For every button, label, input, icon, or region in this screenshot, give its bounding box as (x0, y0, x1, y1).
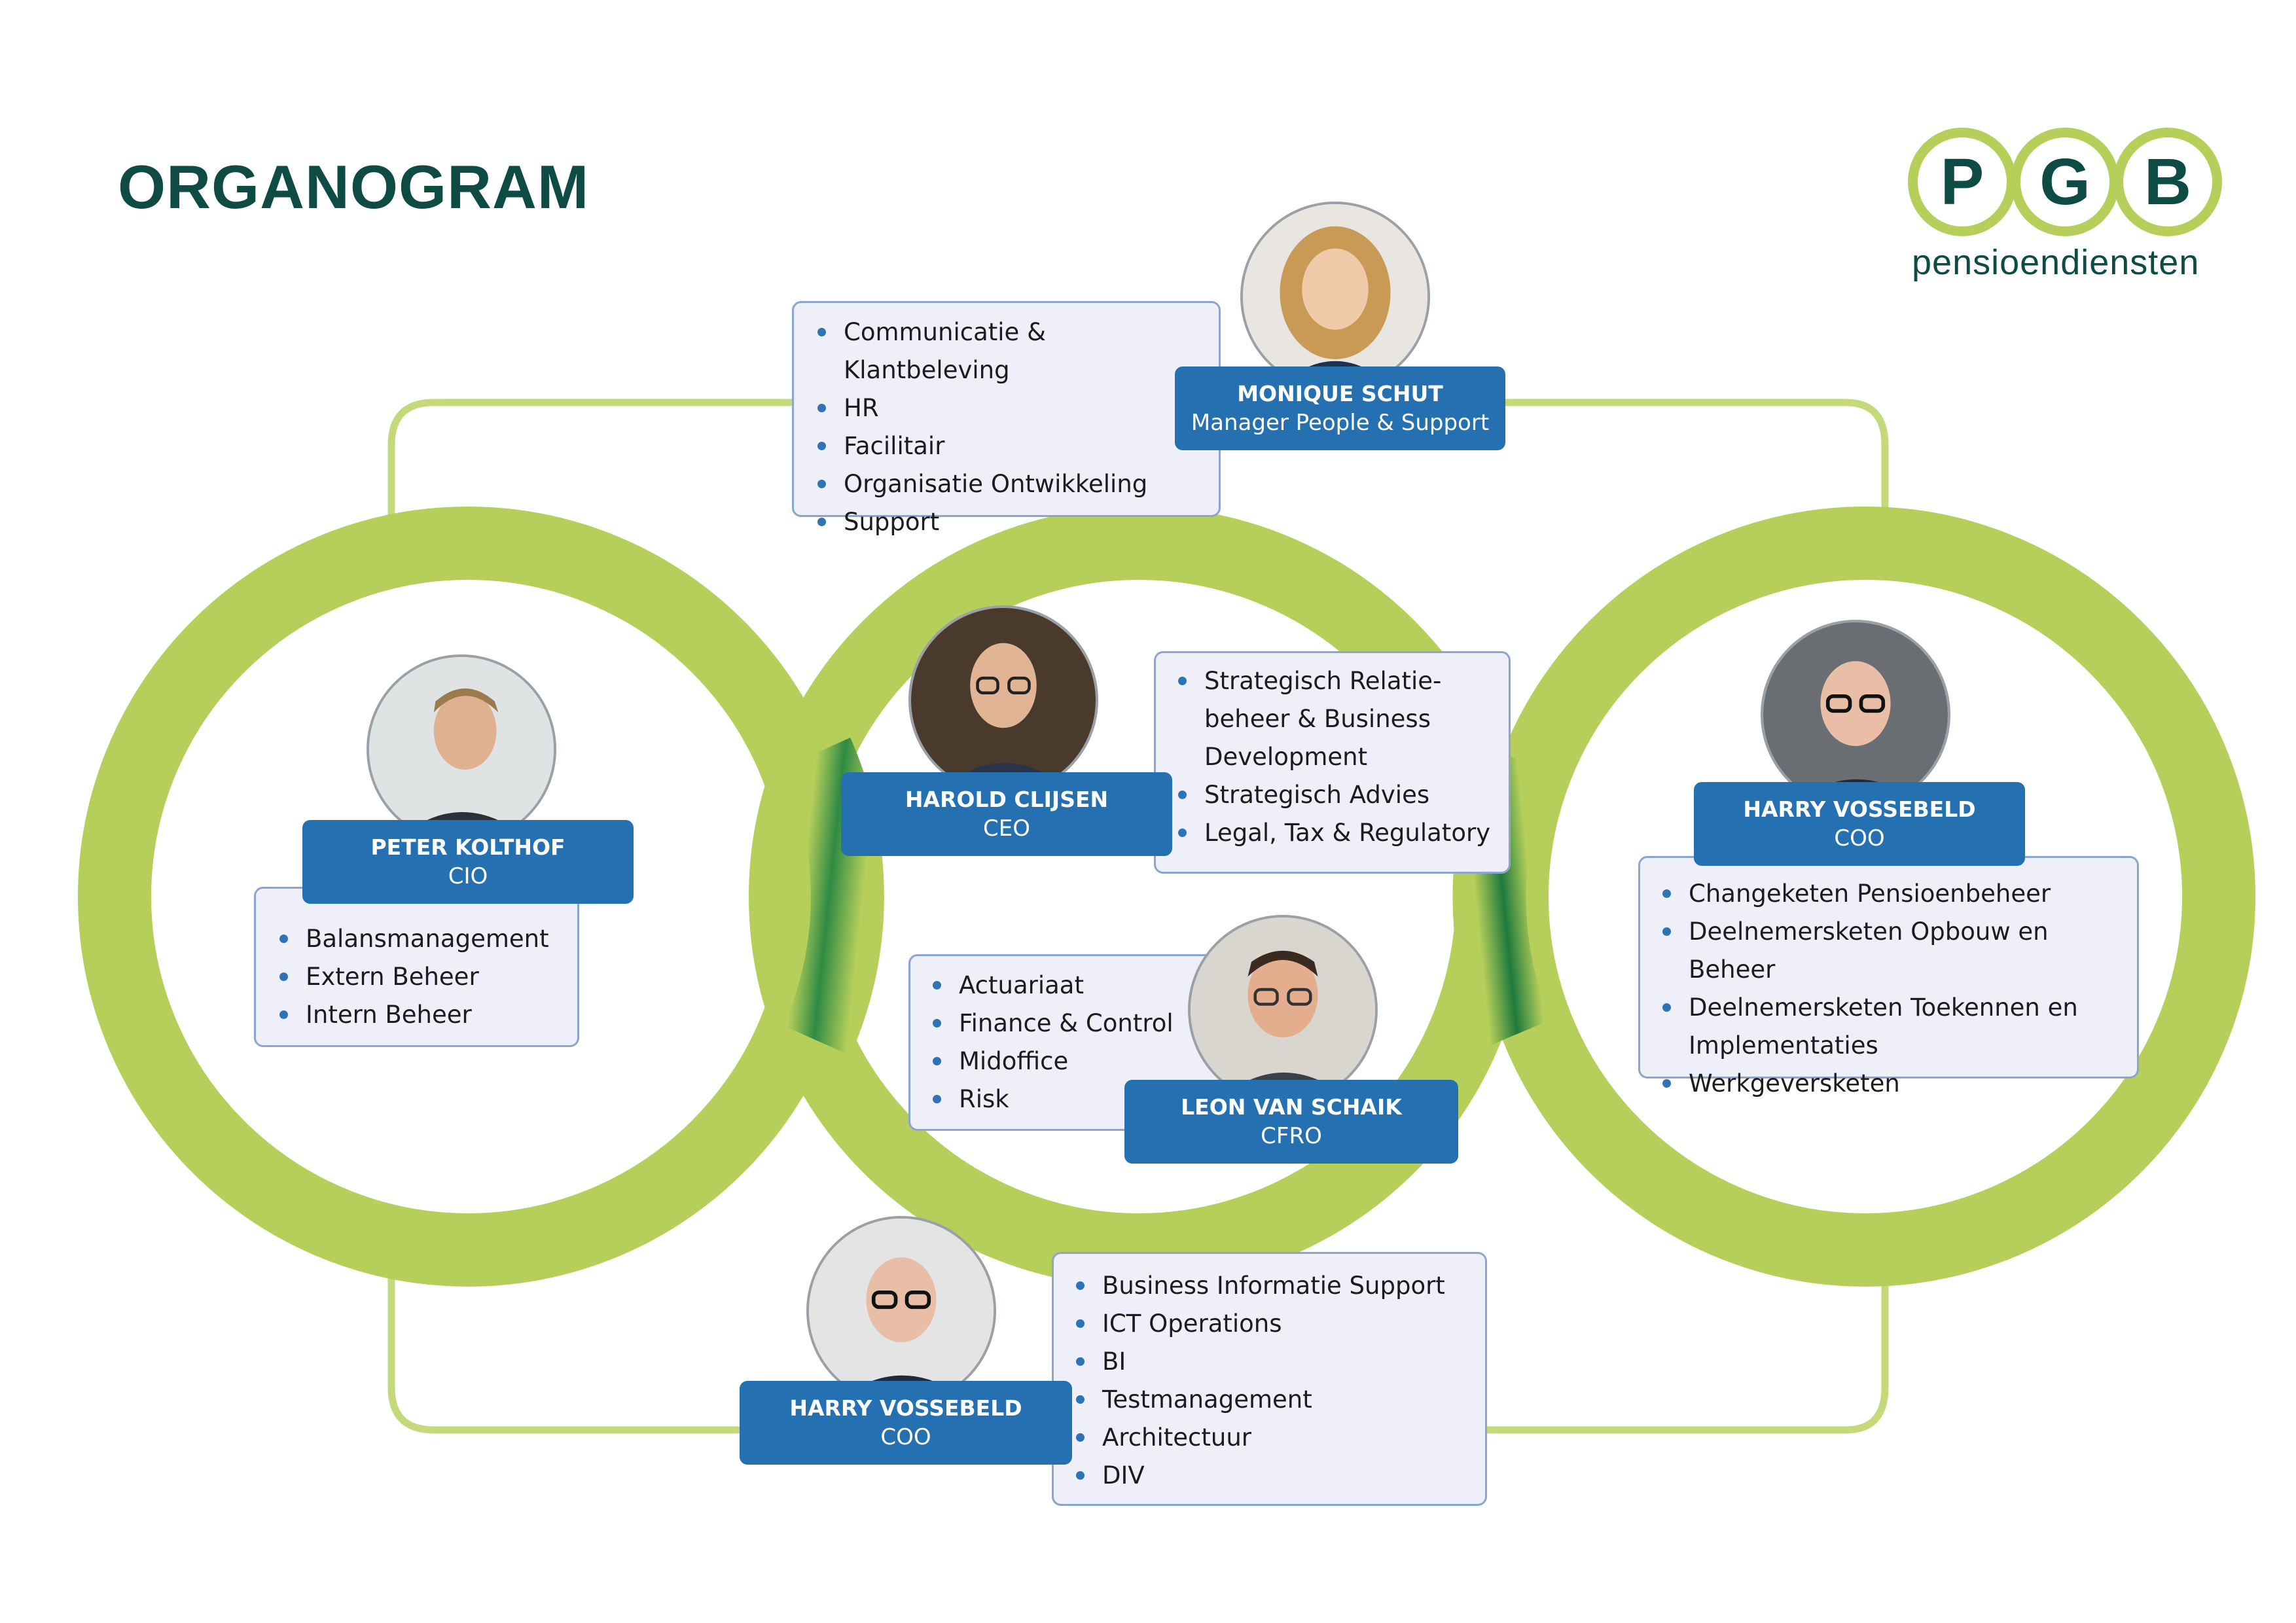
person-role: CEO (983, 815, 1030, 842)
responsibility-item: Deelnemersketen Opbouw en Beheer (1657, 913, 2126, 989)
logo-subtitle: pensioendiensten (1912, 243, 2200, 282)
person-name: HAROLD CLIJSEN (905, 787, 1109, 812)
portrait-man-glasses-icon (908, 605, 1098, 795)
portrait-man-glasses-icon (1188, 915, 1378, 1105)
responsibility-item: Strategisch Relatie-beheer & Business De… (1173, 662, 1498, 776)
responsibilities-box-harry-bottom: Business Informatie Support ICT Operatio… (1052, 1252, 1487, 1506)
responsibility-item: Testmanagement (1071, 1381, 1475, 1419)
nametag-monique: MONIQUE SCHUT Manager People & Support (1175, 366, 1505, 450)
responsibilities-box-harry-right: Changeketen Pensioenbeheer Deelnemersket… (1638, 856, 2139, 1097)
responsibility-item: Risk (927, 1080, 1227, 1118)
portrait-woman-icon (1240, 202, 1430, 391)
nametag-peter: PETER KOLTHOF CIO (302, 820, 634, 904)
responsibility-item: Communicatie & Klantbeleving (812, 313, 1206, 389)
responsibility-item: Business Informatie Support (1071, 1267, 1475, 1305)
responsibilities-box-harold: Strategisch Relatie-beheer & Business De… (1154, 651, 1511, 874)
responsibility-item: Werkgeversketen (1657, 1065, 2126, 1103)
responsibility-item: DIV (1071, 1457, 1475, 1495)
logo-letter-b: B (2113, 128, 2222, 236)
responsibility-item: Extern Beheer (274, 958, 564, 996)
person-name: HARRY VOSSEBELD (1743, 796, 1976, 822)
portrait-man-icon (367, 654, 556, 844)
person-name: PETER KOLTHOF (370, 834, 565, 860)
responsibilities-box-leon: Actuariaat Finance & Control Midoffice R… (908, 954, 1239, 1131)
person-name: LEON VAN SCHAIK (1181, 1094, 1402, 1120)
responsibility-item: Changeketen Pensioenbeheer (1657, 875, 2126, 913)
person-role: CFRO (1261, 1123, 1322, 1149)
responsibility-item: ICT Operations (1071, 1305, 1475, 1343)
nametag-harry-bottom: HARRY VOSSEBELD COO (740, 1381, 1072, 1465)
responsibility-item: Deelnemersketen Toekennen en Implementat… (1657, 989, 2126, 1065)
nametag-harold: HAROLD CLIJSEN CEO (841, 772, 1172, 856)
responsibility-item: BI (1071, 1343, 1475, 1381)
person-name: HARRY VOSSEBELD (789, 1395, 1022, 1421)
responsibility-item: Strategisch Advies (1173, 776, 1498, 814)
responsibilities-box-peter: Balansmanagement Extern Beheer Intern Be… (254, 887, 579, 1047)
person-role: CIO (448, 863, 488, 889)
page-title: ORGANOGRAM (118, 152, 590, 221)
person-role: COO (1834, 825, 1885, 851)
responsibility-item: Midoffice (927, 1043, 1227, 1080)
nametag-leon: LEON VAN SCHAIK CFRO (1124, 1080, 1458, 1164)
responsibility-item: Organisatie Ontwikkeling (812, 465, 1206, 503)
responsibility-item: Facilitair (812, 427, 1206, 465)
responsibilities-box-monique: Communicatie & Klantbeleving HR Facilita… (792, 301, 1221, 536)
ring-overlap-left (783, 738, 884, 1056)
pgb-logo: P G B pensioendiensten (1908, 128, 2222, 298)
logo-letter-g: G (2011, 128, 2119, 236)
person-name: MONIQUE SCHUT (1237, 381, 1443, 406)
responsibility-item: Balansmanagement (274, 920, 564, 958)
person-role: Manager People & Support (1191, 410, 1490, 436)
portrait-man-glasses-icon (806, 1216, 996, 1406)
responsibility-item: Architectuur (1071, 1419, 1475, 1457)
nametag-harry-right: HARRY VOSSEBELD COO (1694, 782, 2025, 866)
person-role: COO (880, 1424, 931, 1450)
responsibility-item: Support (812, 503, 1206, 541)
responsibility-item: Actuariaat (927, 967, 1227, 1005)
responsibility-item: Finance & Control (927, 1005, 1227, 1043)
responsibility-item: Intern Beheer (274, 996, 564, 1034)
logo-letter-p: P (1908, 128, 2017, 236)
responsibility-item: Legal, Tax & Regulatory (1173, 814, 1498, 852)
responsibility-item: HR (812, 389, 1206, 427)
portrait-man-glasses-icon (1761, 620, 1950, 810)
